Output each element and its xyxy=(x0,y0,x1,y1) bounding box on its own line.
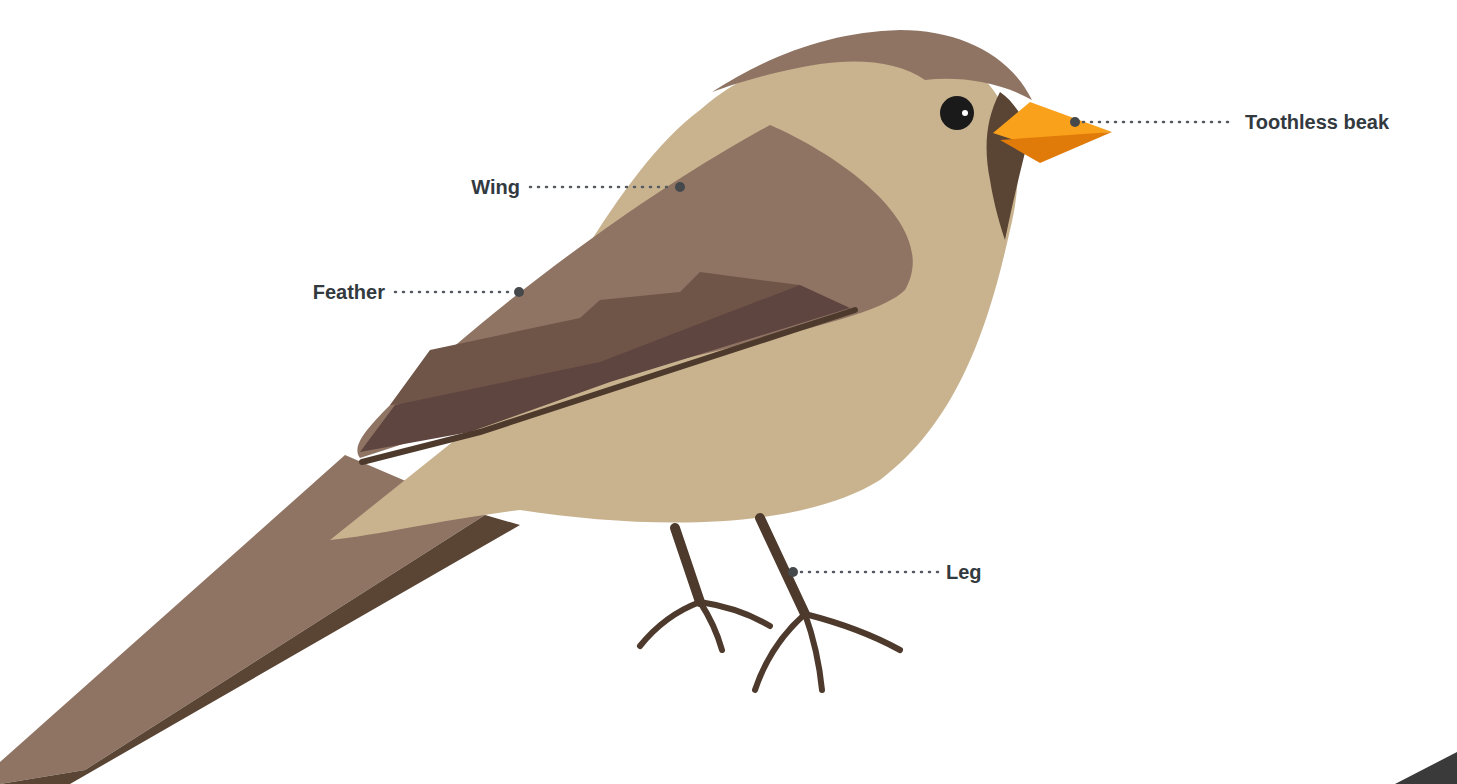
toe xyxy=(805,614,822,690)
crest xyxy=(712,30,1032,100)
eye-highlight xyxy=(962,110,968,116)
flight-feathers xyxy=(360,285,850,452)
part-label: Feather xyxy=(313,280,385,304)
leader-dots xyxy=(514,117,1080,577)
toe xyxy=(755,614,805,690)
toe xyxy=(805,614,900,650)
toe xyxy=(700,602,722,650)
legs xyxy=(640,518,900,690)
leg xyxy=(760,518,805,614)
leader-lines xyxy=(395,122,1235,572)
lower-beak xyxy=(1000,132,1112,163)
leader-line xyxy=(801,571,938,574)
part-label: Leg xyxy=(946,560,982,584)
part-label: Toothless beak xyxy=(1245,110,1389,134)
leader-line xyxy=(1083,121,1235,124)
leg xyxy=(675,528,700,602)
leader-dot xyxy=(514,287,524,297)
leader-dot xyxy=(788,567,798,577)
leader-dot xyxy=(675,182,685,192)
eye xyxy=(940,96,974,130)
toe xyxy=(700,602,770,626)
toe xyxy=(640,602,700,646)
leader-dot xyxy=(1070,117,1080,127)
part-label: Wing xyxy=(471,175,520,199)
corner-wedge xyxy=(1395,752,1457,784)
wing-edge xyxy=(362,310,855,462)
wing xyxy=(357,125,912,458)
bird-body xyxy=(330,44,1018,540)
tail-shadow xyxy=(0,515,520,784)
leader-line xyxy=(395,291,511,294)
leader-line xyxy=(530,186,672,189)
